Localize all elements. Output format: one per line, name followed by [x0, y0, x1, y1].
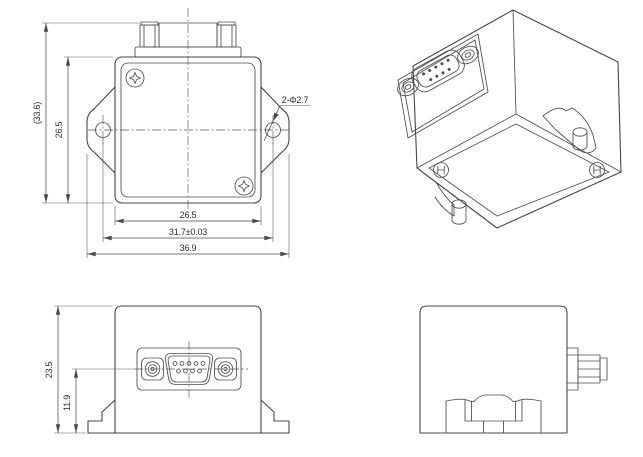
iso-box-outline — [412, 9, 622, 229]
dshell-outer — [164, 353, 214, 385]
leader-arrow — [273, 112, 279, 121]
db9-pins — [422, 58, 451, 82]
iso-edge-front-bottom — [416, 113, 517, 169]
body-outline — [114, 56, 262, 204]
dim-overall-width: 36.9 — [180, 243, 197, 253]
flange-left — [86, 86, 116, 174]
front-body-outline — [114, 305, 262, 434]
dim-body-width: 26.5 — [180, 210, 197, 220]
extension-lines — [42, 22, 290, 258]
jack-nut-icon — [457, 45, 479, 65]
front-foot-right — [260, 399, 290, 434]
iso-edge-right-bottom — [515, 113, 622, 173]
phillips-screw-icon — [234, 176, 254, 196]
cover-plate — [120, 62, 256, 198]
front-extension-lines — [54, 305, 134, 434]
dim-body-height: 26.5 — [54, 121, 64, 138]
mounting-hole-left — [95, 122, 111, 138]
side-foot — [445, 394, 542, 434]
side-body-outline — [419, 305, 568, 434]
iso-connector-panel-inner — [402, 39, 485, 133]
dim-hole-spacing: 31.7±0.03 — [169, 227, 207, 237]
bottom-screw-icon — [433, 162, 449, 178]
iso-boss-left — [451, 199, 467, 225]
dshell-inner — [167, 355, 211, 383]
iso-connector-panel — [397, 33, 489, 139]
flange-right — [260, 86, 290, 174]
front-view: 23.5 11.9 — [44, 305, 290, 434]
hole-callout-text: 2-Φ2.7 — [282, 95, 309, 105]
side-view — [419, 305, 608, 434]
dim-connector-height: 11.9 — [62, 395, 72, 411]
dim-overall-height: (33.6) — [32, 102, 42, 125]
iso-wing-right — [542, 107, 597, 154]
top-view: (33.6) 26.5 26.5 31.7±0.03 36.9 2-Φ2.7 — [32, 8, 311, 258]
bottom-screw-icon — [589, 162, 605, 178]
jack-nut-icon — [397, 77, 419, 97]
hole-callout: 2-Φ2.7 — [263, 95, 311, 142]
iso-edge-front-right — [512, 9, 517, 115]
dim-front-height: 23.5 — [44, 361, 54, 378]
db9-connector — [411, 49, 465, 93]
isometric-view — [397, 9, 622, 229]
front-foot-left — [87, 399, 116, 434]
side-connector — [566, 347, 608, 391]
db9-connector-front — [134, 341, 248, 398]
iso-bottom-inset — [428, 123, 610, 217]
phillips-screw-icon — [125, 68, 145, 88]
mounting-hole-right — [265, 122, 281, 138]
iso-wing-left — [434, 181, 455, 217]
iso-boss-right — [572, 127, 588, 151]
